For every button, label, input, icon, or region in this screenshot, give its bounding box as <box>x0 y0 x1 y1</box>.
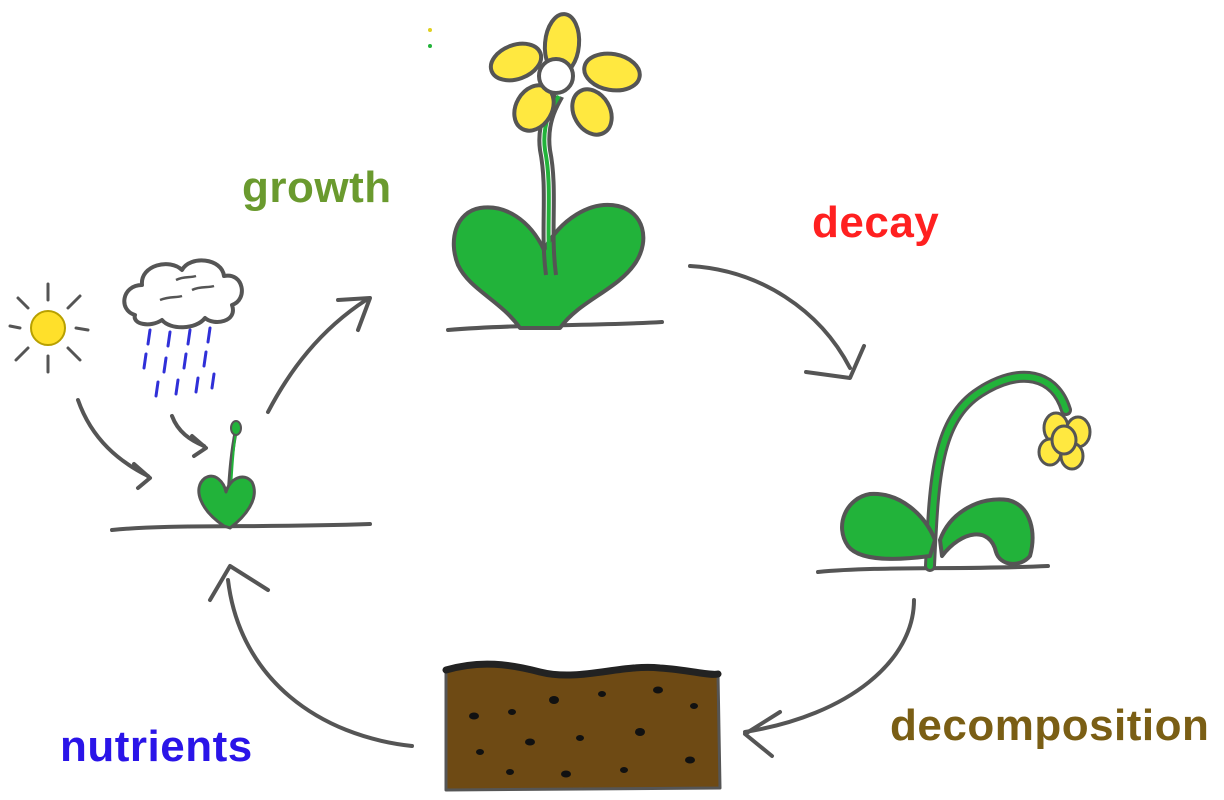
seedling-icon <box>112 421 370 530</box>
sun-icon <box>10 284 88 372</box>
soil-block-icon <box>446 664 720 790</box>
arrow-nutrients <box>228 580 412 746</box>
label-decomposition: decomposition <box>890 704 1209 748</box>
label-nutrients: nutrients <box>60 725 253 769</box>
label-growth: growth <box>242 166 392 210</box>
raindrops <box>144 328 214 396</box>
arrow-decay <box>690 266 850 368</box>
label-decay: decay <box>812 201 939 245</box>
arrow-growth <box>268 300 366 412</box>
specks <box>428 28 432 48</box>
arrow-decomposition <box>745 600 914 732</box>
wilting-plant-icon <box>818 377 1090 572</box>
rain-cloud-icon <box>124 260 242 327</box>
flowering-plant-icon <box>448 13 662 330</box>
